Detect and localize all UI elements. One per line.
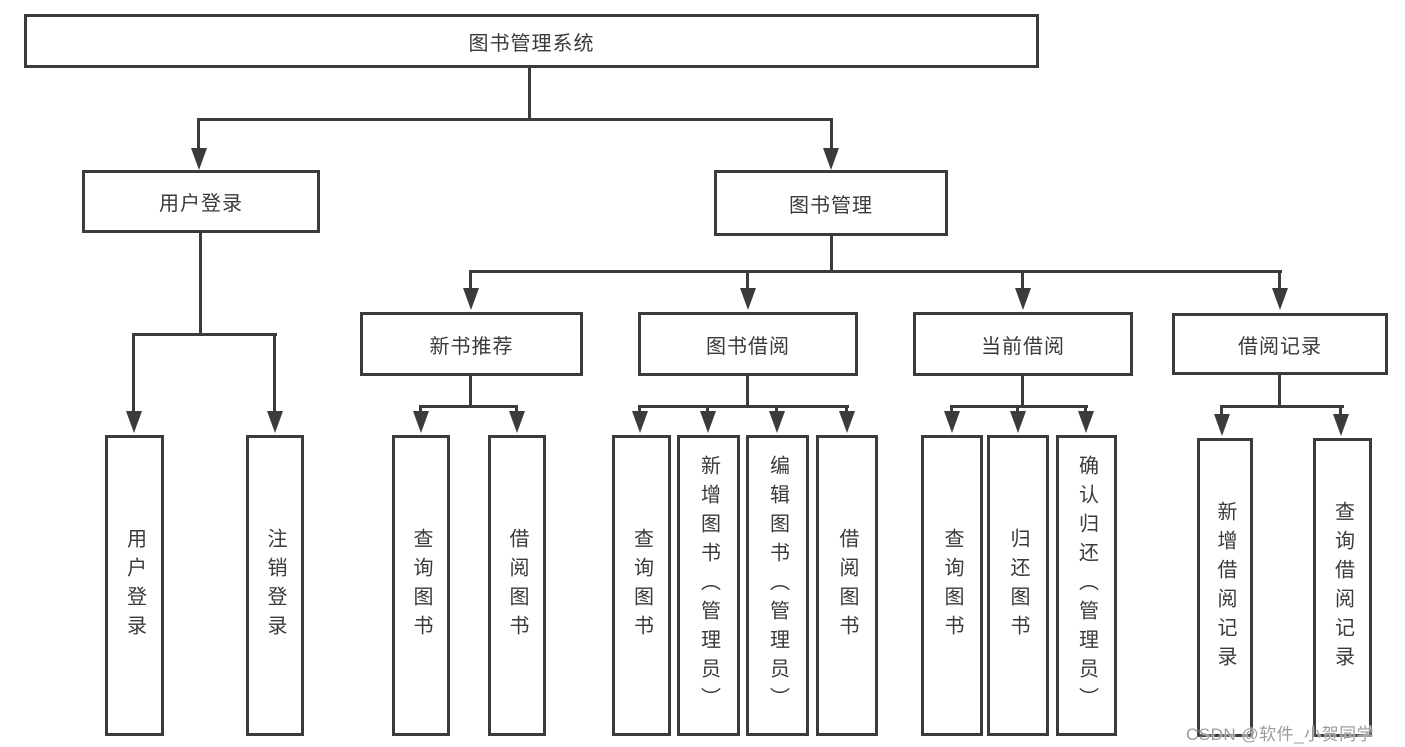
node-leaf-bb-borrow-book: 借阅图书 [816,435,878,736]
node-book-mgmt: 图书管理 [714,170,948,236]
node-current-borrow-label: 当前借阅 [981,335,1065,358]
connector-drop [1084,405,1087,414]
connector-drop-book-mgmt [830,118,833,151]
node-leaf-cb-query-book-label: 查询图书 [941,527,963,644]
connector-drop-new-book-rec [469,270,472,291]
connector-user-login-stem [199,231,202,336]
connector-drop [950,405,953,414]
node-leaf-nbr-query-book: 查询图书 [392,435,450,736]
connector-drop-user-login [197,118,200,151]
connector-book-borrow-bus [638,405,849,408]
arrow-down-icon [1078,411,1094,433]
node-leaf-user-login: 用户登录 [105,435,164,736]
node-root-label: 图书管理系统 [468,32,595,55]
connector-current-borrow-stem [1021,376,1024,407]
node-leaf-bb-add-book-admin: 新增图书（管理员） [677,435,740,736]
arrow-down-icon [1015,288,1031,310]
connector-borrow-record-bus [1220,405,1344,408]
node-leaf-br-add-record-label: 新增借阅记录 [1214,500,1236,675]
node-leaf-bb-add-book-admin-label: 新增图书（管理员） [697,455,720,716]
node-borrow-record-label: 借阅记录 [1238,335,1322,358]
node-leaf-cb-confirm-return-admin: 确认归还（管理员） [1056,435,1117,736]
node-new-book-rec: 新书推荐 [360,312,583,376]
node-leaf-br-query-record-label: 查询借阅记录 [1331,500,1354,675]
connector-drop [1016,405,1019,414]
connector-drop-borrow-record [1278,270,1281,291]
node-user-login-label: 用户登录 [159,193,243,215]
arrow-down-icon [267,411,283,433]
node-book-borrow-label: 图书借阅 [706,335,790,358]
connector-drop [638,405,641,414]
connector-drop-leaf-logout [273,333,276,415]
node-leaf-bb-edit-book-admin: 编辑图书（管理员） [746,435,809,736]
node-leaf-br-add-record: 新增借阅记录 [1197,438,1253,737]
connector-drop [845,405,848,414]
node-leaf-cb-return-book-label: 归还图书 [1007,527,1029,644]
arrow-down-icon [191,148,207,170]
connector-drop [1220,405,1223,416]
arrow-down-icon [1010,411,1026,433]
arrow-down-icon [823,148,839,170]
node-leaf-cb-confirm-return-admin-label: 确认归还（管理员） [1075,455,1098,716]
node-leaf-nbr-query-book-label: 查询图书 [410,527,432,644]
node-leaf-cb-query-book: 查询图书 [921,435,983,736]
connector-drop [775,405,778,414]
node-leaf-br-query-record: 查询借阅记录 [1313,438,1372,737]
node-root: 图书管理系统 [24,14,1039,68]
connector-borrow-record-stem [1278,375,1281,407]
csdn-watermark: CSDN @软件_小贺同学 [1186,725,1375,744]
arrow-down-icon [632,411,648,433]
arrow-down-icon [1272,288,1288,310]
connector-new-book-rec-stem [469,376,472,407]
arrow-down-icon [769,411,785,433]
connector-new-book-rec-bus [419,405,518,408]
node-leaf-nbr-borrow-book-label: 借阅图书 [506,527,528,644]
node-current-borrow: 当前借阅 [913,312,1133,376]
arrow-down-icon [1333,414,1349,436]
connector-drop [515,405,518,414]
node-leaf-nbr-borrow-book: 借阅图书 [488,435,546,736]
node-leaf-bb-query-book: 查询图书 [612,435,671,736]
connector-drop [419,405,422,414]
arrow-down-icon [839,411,855,433]
arrow-down-icon [1214,414,1230,436]
arrow-down-icon [944,411,960,433]
connector-book-borrow-stem [746,376,749,407]
connector-book-mgmt-stem [830,234,833,272]
node-leaf-user-login-label: 用户登录 [123,527,146,644]
node-leaf-cb-return-book: 归还图书 [987,435,1049,736]
arrow-down-icon [463,288,479,310]
arrow-down-icon [509,411,525,433]
connector-level2-bus [469,270,1282,273]
node-book-borrow: 图书借阅 [638,312,858,376]
node-borrow-record: 借阅记录 [1172,313,1388,375]
node-leaf-bb-edit-book-admin-label: 编辑图书（管理员） [766,455,789,716]
connector-drop-current-borrow [1021,270,1024,291]
connector-drop [1339,405,1342,416]
arrow-down-icon [126,411,142,433]
connector-drop [706,405,709,414]
arrow-down-icon [413,411,429,433]
node-leaf-logout-label: 注销登录 [264,527,286,644]
connector-current-borrow-bus [950,405,1088,408]
arrow-down-icon [740,288,756,310]
connector-drop-leaf-user-login [132,333,135,415]
connector-level1-bus [197,118,833,121]
node-book-mgmt-label: 图书管理 [789,194,873,217]
connector-drop-book-borrow [746,270,749,291]
node-user-login: 用户登录 [82,170,320,233]
node-leaf-bb-borrow-book-label: 借阅图书 [836,527,858,644]
node-new-book-rec-label: 新书推荐 [429,335,514,358]
node-leaf-bb-query-book-label: 查询图书 [630,527,653,644]
connector-root-stem [528,68,531,120]
arrow-down-icon [700,411,716,433]
node-leaf-logout: 注销登录 [246,435,304,736]
connector-user-login-bus [132,333,277,336]
